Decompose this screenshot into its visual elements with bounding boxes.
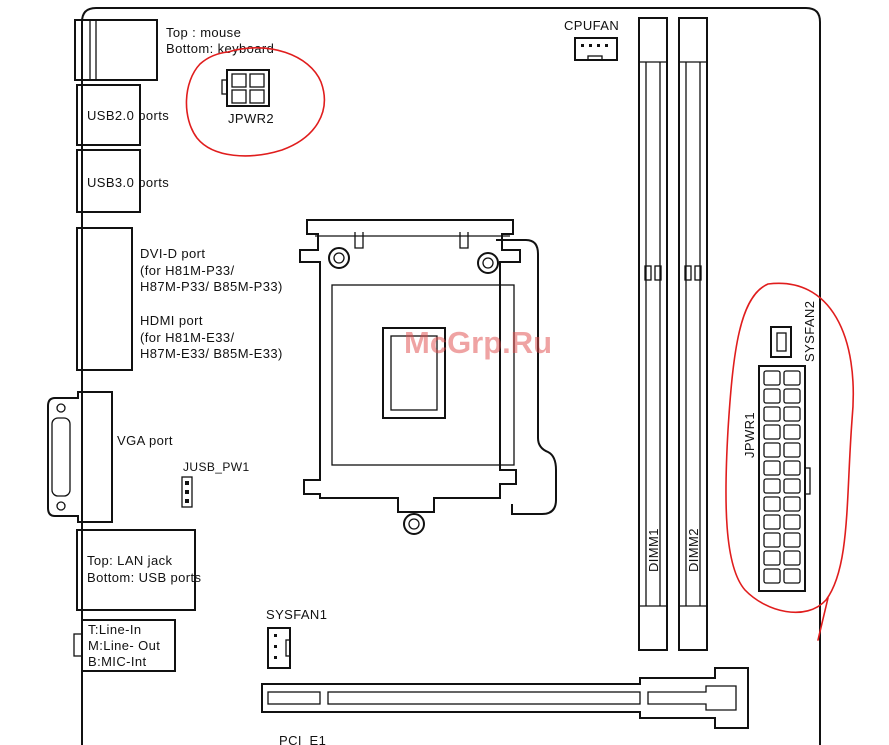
watermark-text: McGrp.Ru [404,325,552,360]
power-area-highlight-circle [725,282,854,614]
dvi-title-label: DVI-D port [140,246,205,261]
jpwr1-pin [763,370,781,386]
jpwr1-label: JPWR1 [742,412,757,458]
vga-label: VGA port [117,433,173,448]
audio-line-in-label: T:Line-In [88,622,141,637]
jpwr1-pin [763,406,781,422]
jpwr2-connector [221,69,270,107]
jpwr1-pin [763,514,781,530]
jpwr1-pin [763,550,781,566]
jpwr1-pin [763,388,781,404]
usb2-connector [76,84,141,146]
dimm1-slot [638,17,668,651]
pci-e1-label: PCI_E1 [279,733,326,745]
jpwr1-pin [783,496,801,512]
jusb-pw1-label: JUSB_PW1 [183,460,250,474]
audio-line-out-label: M:Line- Out [88,638,160,653]
ps2-bottom-label: Bottom: keyboard [166,41,274,56]
jpwr1-pin [783,424,801,440]
hdmi-title-label: HDMI port [140,313,203,328]
jpwr1-pin [783,532,801,548]
ps2-connector [74,19,158,81]
jpwr2-label: JPWR2 [228,111,274,126]
sysfan2-header [770,326,792,358]
board-outline [81,7,821,745]
lan-bottom-label: Bottom: USB ports [87,570,202,585]
cpu-socket [299,219,557,535]
audio-mic-label: B:MIC-Int [88,654,147,669]
sysfan1-header [267,627,291,669]
jpwr1-pin [783,442,801,458]
jpwr1-pin [763,460,781,476]
hdmi-for-line2: H87M-E33/ B85M-E33) [140,346,283,361]
usb2-label: USB2.0 ports [87,108,169,123]
dimm2-slot [678,17,708,651]
lan-top-label: Top: LAN jack [87,553,173,568]
dvi-for-line2: H87M-P33/ B85M-P33) [140,279,283,294]
jpwr1-pin [783,370,801,386]
sysfan1-label: SYSFAN1 [266,607,327,622]
dvi-hdmi-connector [76,227,133,371]
jpwr1-pin [763,568,781,584]
jpwr1-pin [763,478,781,494]
dimm1-label: DIMM1 [646,528,661,572]
dimm2-label: DIMM2 [686,528,701,572]
cpufan-header [574,37,618,61]
jpwr1-pin [783,568,801,584]
hdmi-for-line1: (for H81M-E33/ [140,330,234,345]
vga-connector [47,391,113,523]
jpwr1-pin [783,388,801,404]
jpwr1-pin [783,478,801,494]
usb3-connector [76,149,141,213]
jusb-pw1-jumper [181,476,193,508]
jpwr1-pin [763,532,781,548]
usb3-label: USB3.0 ports [87,175,169,190]
cpufan-label: CPUFAN [564,18,619,33]
jpwr2-highlight-circle [185,47,326,157]
jpwr1-pin [783,460,801,476]
dvi-for-line1: (for H81M-P33/ [140,263,234,278]
jpwr1-pin [783,550,801,566]
jpwr1-pin [783,406,801,422]
ps2-top-label: Top : mouse [166,25,241,40]
audio-jacks [73,619,176,672]
jpwr1-pin [763,424,781,440]
power-area-highlight-tail [817,597,829,641]
sysfan2-label: SYSFAN2 [802,301,817,362]
jpwr1-pin [763,442,781,458]
jpwr1-pin [763,496,781,512]
jpwr1-pin [783,514,801,530]
jpwr1-connector [758,365,811,592]
lan-usb-connector [76,529,196,611]
pci-e1-slot [261,667,749,729]
